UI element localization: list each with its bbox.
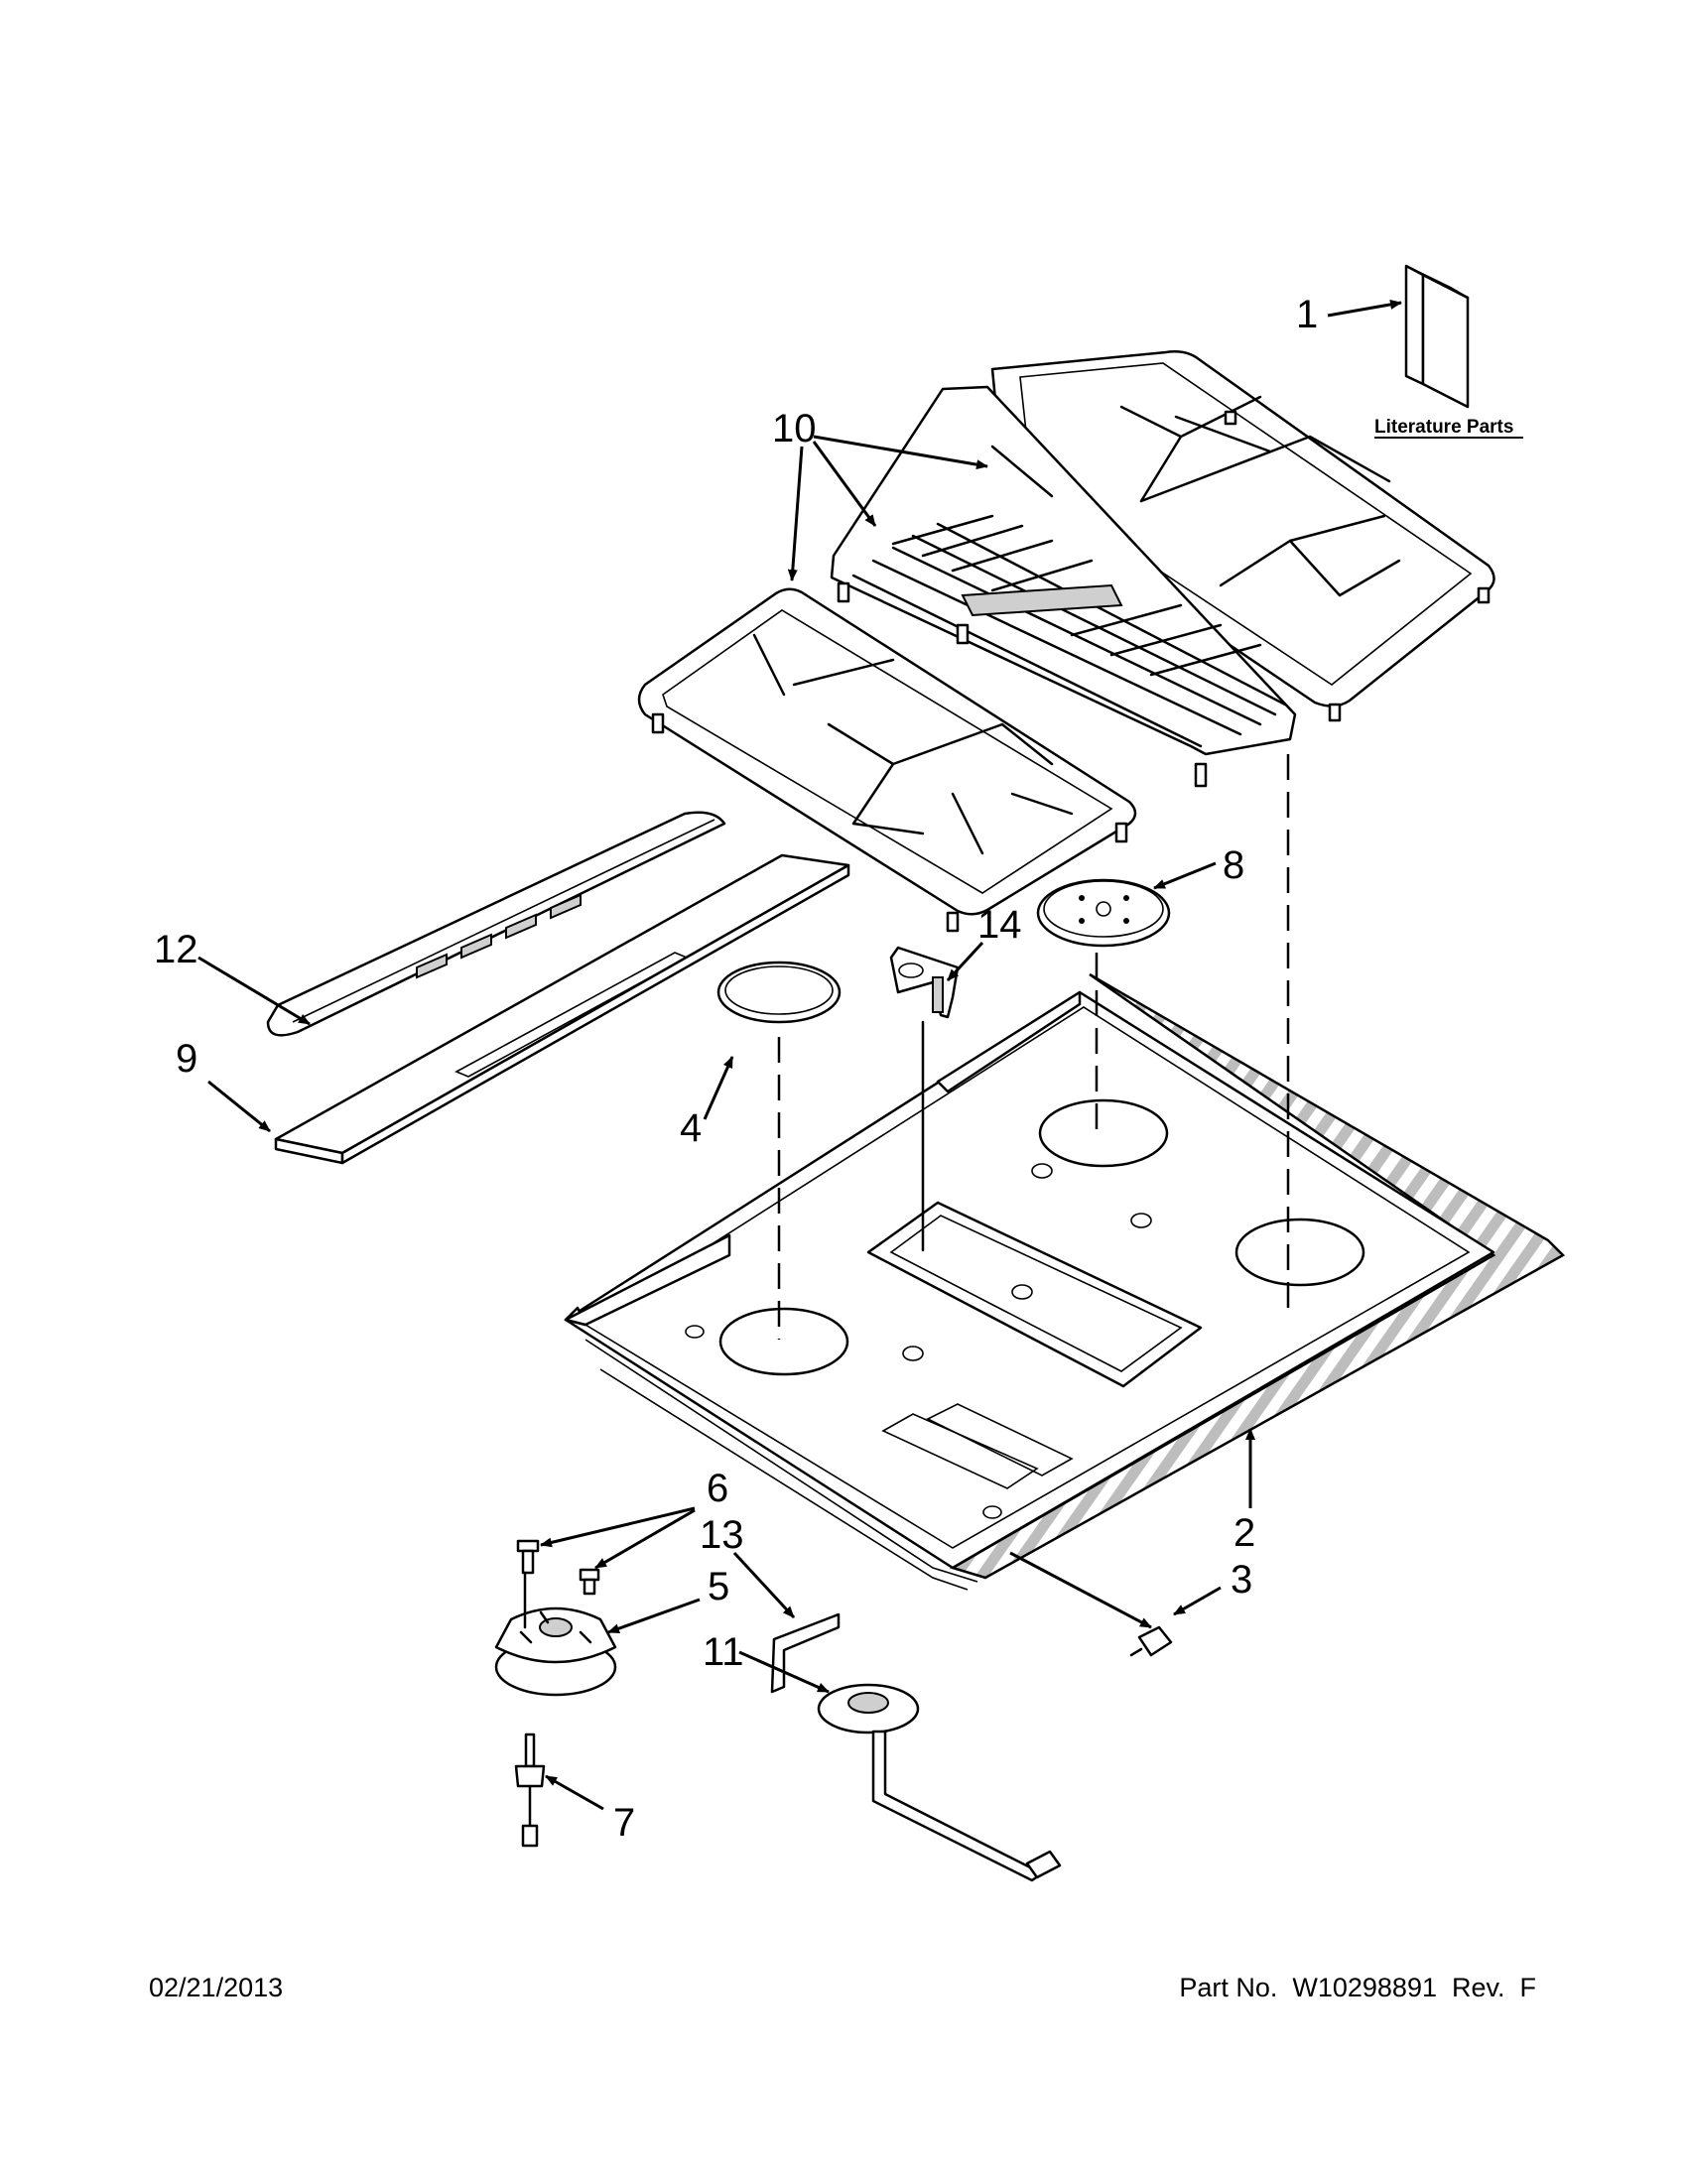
- callout-8: 8: [1223, 843, 1244, 887]
- footer-part-number: Part No. W10298891 Rev. F: [1179, 1973, 1536, 2002]
- literature-booklet: [1404, 264, 1470, 409]
- footer-date: 02/21/2013: [149, 1973, 284, 2002]
- spark-ignitor: [514, 1733, 546, 1848]
- callout-4: 4: [680, 1106, 702, 1150]
- callout-2: 2: [1233, 1511, 1255, 1555]
- callout-10: 10: [772, 407, 817, 450]
- literature-parts-label: Literature Parts: [1374, 417, 1513, 438]
- grate-left: [637, 587, 1137, 933]
- callout-9: 9: [176, 1037, 197, 1081]
- burner-cap-large: [1036, 878, 1171, 948]
- callout-3: 3: [1231, 1558, 1252, 1602]
- burner-base: [494, 1606, 617, 1697]
- burner-tube-assembly: [817, 1683, 1062, 1882]
- alignment-lines: [523, 754, 1290, 1629]
- leader-arrows: [197, 299, 1402, 1811]
- callout-5: 5: [708, 1565, 729, 1608]
- callout-1: 1: [1296, 293, 1318, 336]
- screw-main-top: [1129, 1625, 1173, 1657]
- callout-7: 7: [613, 1801, 635, 1845]
- callout-11: 11: [703, 1630, 744, 1674]
- vent-trim: [266, 811, 726, 1037]
- burner-bracket: [770, 1612, 841, 1694]
- callout-6: 6: [707, 1467, 728, 1510]
- seal-ring: [716, 961, 842, 1024]
- grate-support-bracket: [889, 946, 960, 1019]
- callout-13: 13: [700, 1513, 744, 1557]
- backguard-panel: [274, 853, 850, 1165]
- cooktop-main-top: [564, 972, 1566, 1591]
- griddle-grate: [830, 385, 1297, 788]
- callout-12: 12: [154, 928, 198, 971]
- burner-screws: [516, 1539, 600, 1596]
- callout-14: 14: [977, 903, 1022, 947]
